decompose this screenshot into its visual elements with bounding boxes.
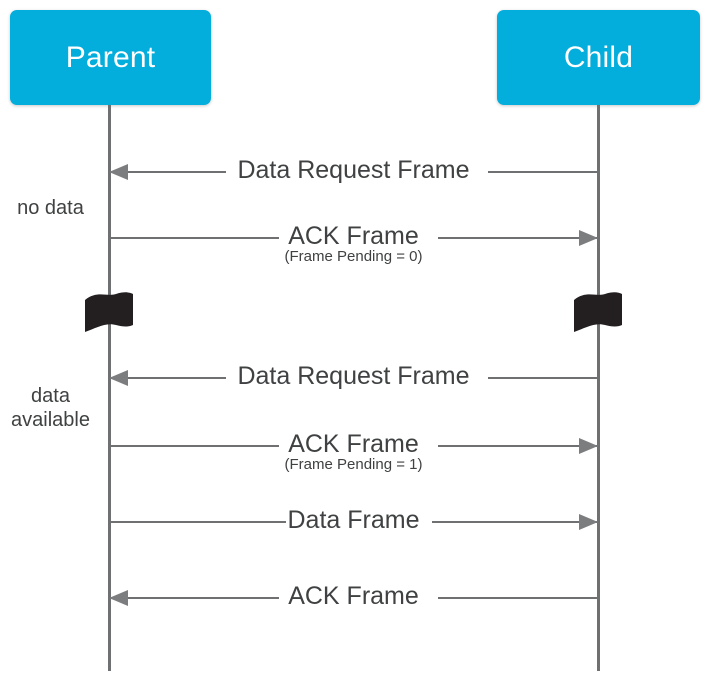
wavy-flag-break-icon [83,291,135,335]
message-line-left [109,377,226,379]
message-line-right [438,597,598,599]
arrow-head-right-icon [579,514,598,530]
message-label: Data Request Frame [237,156,470,184]
message-label: Data Frame [287,506,420,534]
message-line-right [438,237,598,239]
side-note-no-data: no data [17,197,84,219]
message-line-right [432,521,598,523]
lifeline-parent [108,105,111,671]
message-label: ACK Frame [288,430,419,458]
arrow-head-left-icon [109,590,128,606]
lifeline-child [597,105,600,671]
participant-label-child: Child [563,40,634,74]
message-sublabel: (Frame Pending = 1) [284,456,423,473]
message-line-left [109,521,286,523]
message-sublabel: (Frame Pending = 0) [284,248,423,265]
arrow-head-right-icon [579,230,598,246]
arrow-head-left-icon [109,164,128,180]
participant-box-parent[interactable]: Parent [10,10,211,105]
side-note-data-available: data available [11,385,90,431]
message-line-left [109,171,226,173]
message-line-left [109,597,279,599]
message-label: Data Request Frame [237,362,470,390]
arrow-head-right-icon [579,438,598,454]
wavy-flag-break-icon [572,291,624,335]
participant-box-child[interactable]: Child [497,10,700,105]
message-line-left [109,445,279,447]
message-line-right [488,171,598,173]
message-line-right [438,445,598,447]
message-line-right [488,377,598,379]
message-label: ACK Frame [288,222,419,250]
arrow-head-left-icon [109,370,128,386]
message-line-left [109,237,279,239]
message-label: ACK Frame [288,582,419,610]
participant-label-parent: Parent [65,40,156,74]
